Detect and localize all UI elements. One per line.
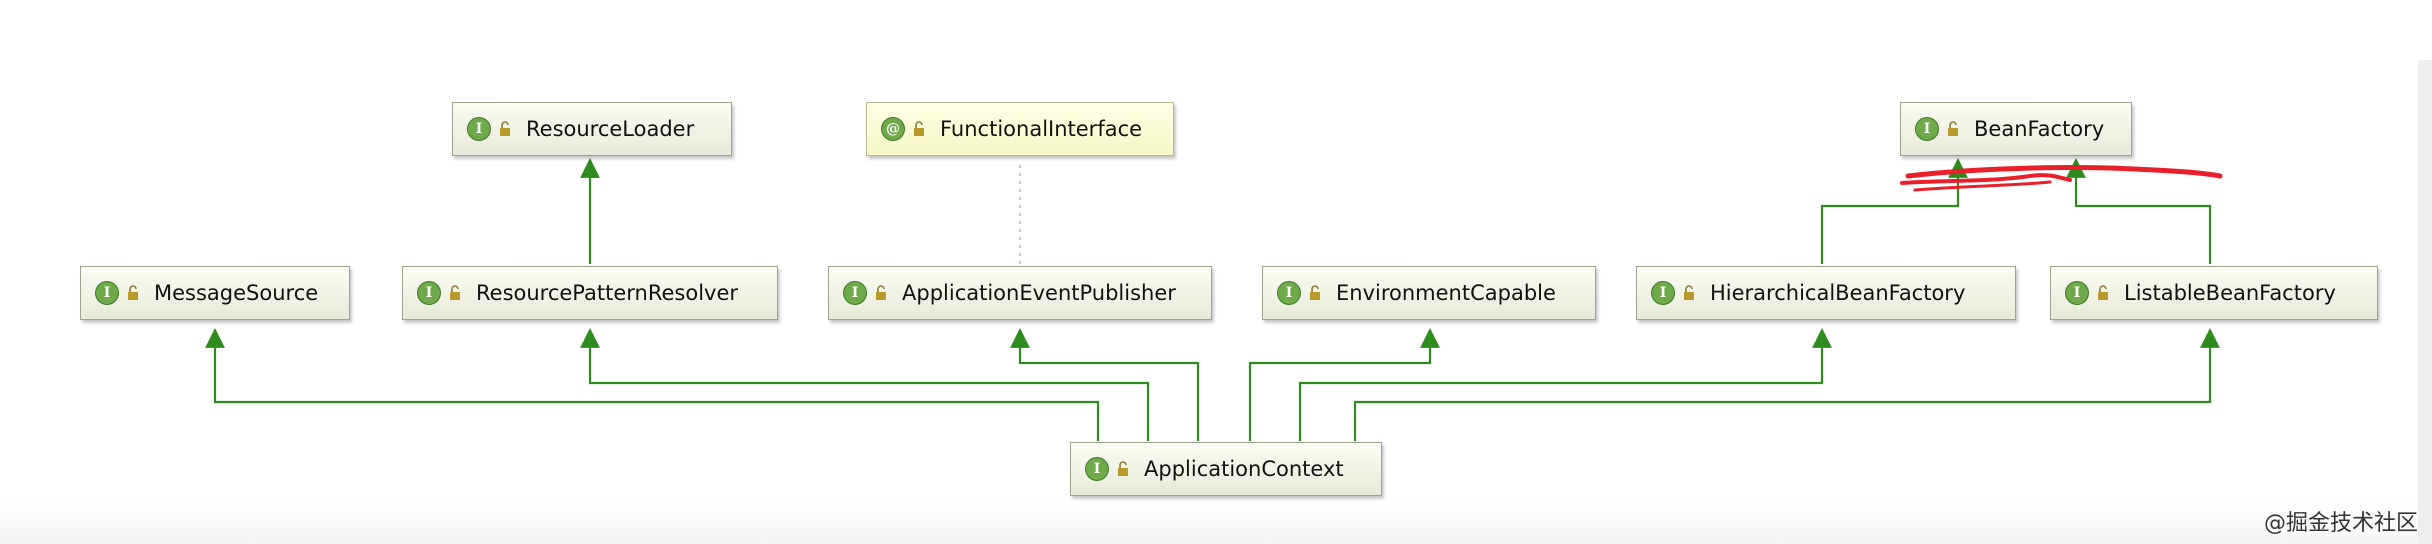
node-label: HierarchicalBeanFactory [1710,281,1966,305]
node-label: BeanFactory [1974,117,2105,141]
lock-icon [1118,461,1128,476]
node-label: MessageSource [154,281,319,305]
node-label: ApplicationEventPublisher [902,281,1176,305]
edge-applicationcontext-to-applicationeventpublisher [1010,328,1200,441]
edge-applicationcontext-to-listablebeanfactory [1353,328,2220,441]
right-edge-bar [2418,60,2432,544]
node-label: ResourcePatternResolver [476,281,739,305]
bottom-fade [0,500,2432,544]
interface-badge-icon: I [467,117,491,141]
node-resourceloader[interactable]: I ResourceLoader [452,102,732,156]
interface-badge-icon: I [1915,117,1939,141]
node-label: ApplicationContext [1144,457,1344,481]
node-hierarchicalbeanfactory[interactable]: I HierarchicalBeanFactory [1636,266,2016,320]
node-beanfactory[interactable]: I BeanFactory [1900,102,2132,156]
lock-icon [1948,121,1958,136]
node-label: EnvironmentCapable [1336,281,1556,305]
interface-badge-icon: I [417,281,441,305]
lock-icon [876,285,886,300]
interface-badge-icon: I [843,281,867,305]
lock-icon [450,285,460,300]
lock-icon [128,285,138,300]
node-applicationcontext[interactable]: I ApplicationContext [1070,442,1382,496]
node-resourcepatternresolver[interactable]: I ResourcePatternResolver [402,266,778,320]
node-messagesource[interactable]: I MessageSource [80,266,350,320]
node-label: FunctionalInterface [940,117,1143,141]
red-underline-mark-3 [1913,180,2052,192]
edge-applicationcontext-to-environmentcapable [1248,328,1440,441]
lock-icon [914,121,924,136]
interface-badge-icon: I [2065,281,2089,305]
edge-applicationcontext-to-hierarchicalbeanfactory [1298,328,1832,441]
node-label: ResourceLoader [526,117,695,141]
lock-icon [2098,285,2108,300]
edge-applicationcontext-to-resourcepatternresolver [580,328,1150,441]
red-underline-mark-2 [1900,173,2072,185]
node-functionalinterface[interactable]: @ FunctionalInterface [866,102,1174,156]
node-environmentcapable[interactable]: I EnvironmentCapable [1262,266,1596,320]
annotation-badge-icon: @ [881,117,905,141]
interface-badge-icon: I [1651,281,1675,305]
node-listablebeanfactory[interactable]: I ListableBeanFactory [2050,266,2378,320]
interface-badge-icon: I [1277,281,1301,305]
interface-badge-icon: I [95,281,119,305]
edge-listablebeanfactory-to-beanfactory [2066,158,2212,264]
edge-applicationcontext-to-messagesource [205,328,1100,441]
interface-badge-icon: I [1085,457,1109,481]
watermark-text: @掘金技术社区 [2263,511,2418,536]
node-label: ListableBeanFactory [2124,281,2336,305]
node-applicationeventpublisher[interactable]: I ApplicationEventPublisher [828,266,1212,320]
lock-icon [1684,285,1694,300]
lock-icon [500,121,510,136]
edge-hierarchicalbeanfactory-to-beanfactory [1820,158,1968,264]
red-underline-mark [1905,164,2223,179]
lock-icon [1310,285,1320,300]
